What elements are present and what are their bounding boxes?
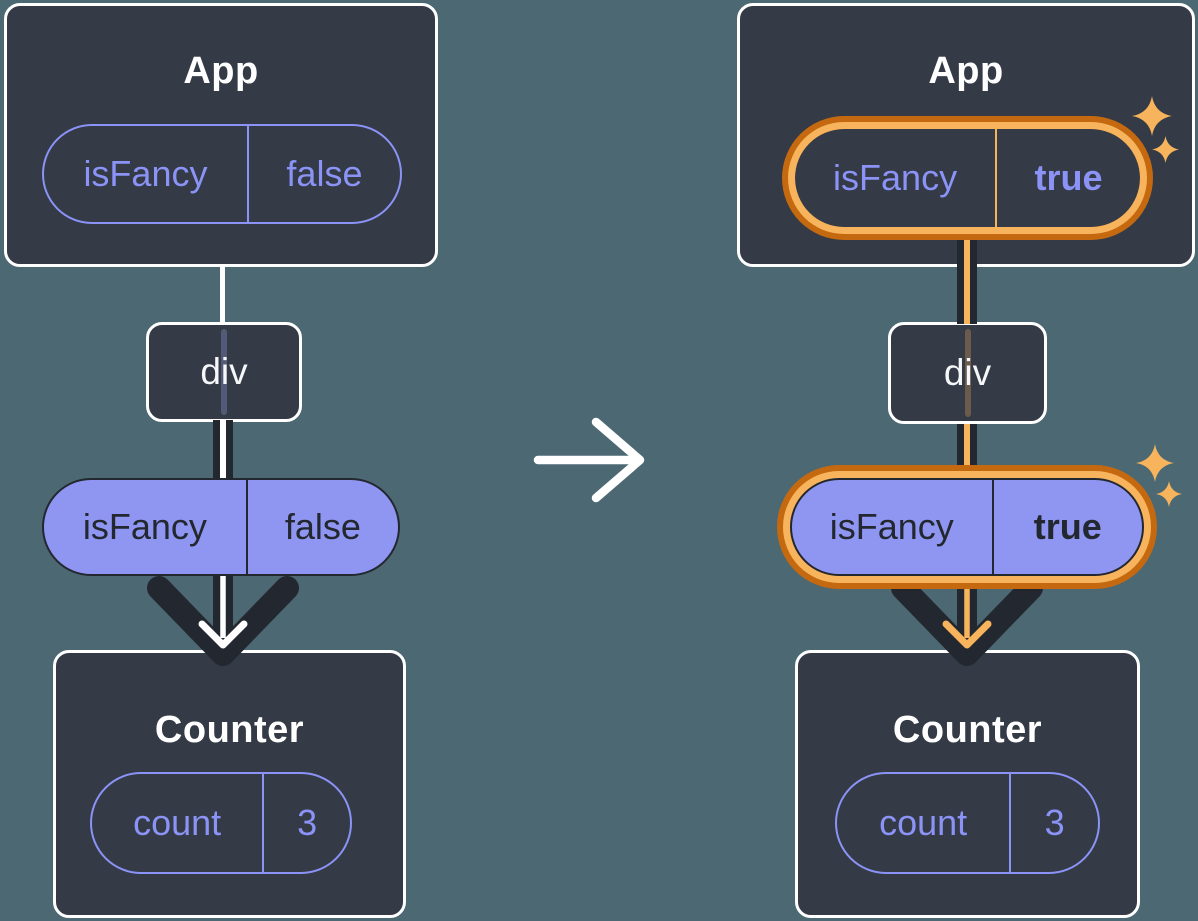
left-prop-name: isFancy xyxy=(82,506,207,547)
left-app-title: App xyxy=(183,50,259,92)
left-down-arrow-icon xyxy=(147,574,299,666)
right-counter-title: Counter xyxy=(892,709,1043,751)
left-app-state-pill: isFancy false xyxy=(42,124,402,224)
left-prop-value: false xyxy=(245,480,398,574)
left-app-state-value: false xyxy=(246,126,400,222)
right-down-arrow-icon xyxy=(891,574,1043,666)
sparkle-icon xyxy=(1132,96,1172,136)
left-div-to-prop-connector xyxy=(213,420,233,480)
left-counter-state-name: count xyxy=(133,802,222,843)
right-connector-core xyxy=(964,238,970,324)
right-app-state-value: true xyxy=(995,129,1140,227)
right-div-label: div xyxy=(943,352,992,393)
right-counter-state-pill: count 3 xyxy=(835,772,1100,874)
left-div-card: div xyxy=(146,322,302,422)
right-div-card: div xyxy=(888,322,1047,424)
left-counter-state-pill: count 3 xyxy=(90,772,352,874)
right-app-state-pill-highlighted: isFancy true xyxy=(795,129,1140,227)
left-counter-title: Counter xyxy=(154,709,305,751)
left-counter-state-value: 3 xyxy=(262,774,350,872)
left-prop-pill: isFancy false xyxy=(42,478,400,576)
right-div-ghost-line xyxy=(964,329,971,417)
right-app-state-name: isFancy xyxy=(833,157,958,198)
right-app-to-div-connector xyxy=(957,238,977,324)
left-app-to-div-connector xyxy=(220,264,225,325)
right-counter-state-name: count xyxy=(879,802,968,843)
right-connector-core xyxy=(964,424,970,480)
left-connector-core xyxy=(220,420,226,480)
right-counter-state-value: 3 xyxy=(1009,774,1098,872)
left-div-ghost-line xyxy=(221,329,227,415)
right-app-card: App xyxy=(737,3,1195,267)
arrow-right-icon xyxy=(533,417,645,503)
right-app-title: App xyxy=(928,50,1004,92)
sparkle-icon xyxy=(1156,481,1182,507)
right-prop-pill-highlighted: isFancy true xyxy=(790,478,1144,576)
left-div-label: div xyxy=(200,351,248,392)
right-div-to-prop-connector xyxy=(957,424,977,480)
left-app-state-name: isFancy xyxy=(83,153,208,194)
right-prop-value: true xyxy=(991,480,1143,574)
sparkle-icon xyxy=(1136,444,1174,482)
sparkle-icon xyxy=(1152,136,1179,163)
right-prop-name: isFancy xyxy=(829,506,954,547)
